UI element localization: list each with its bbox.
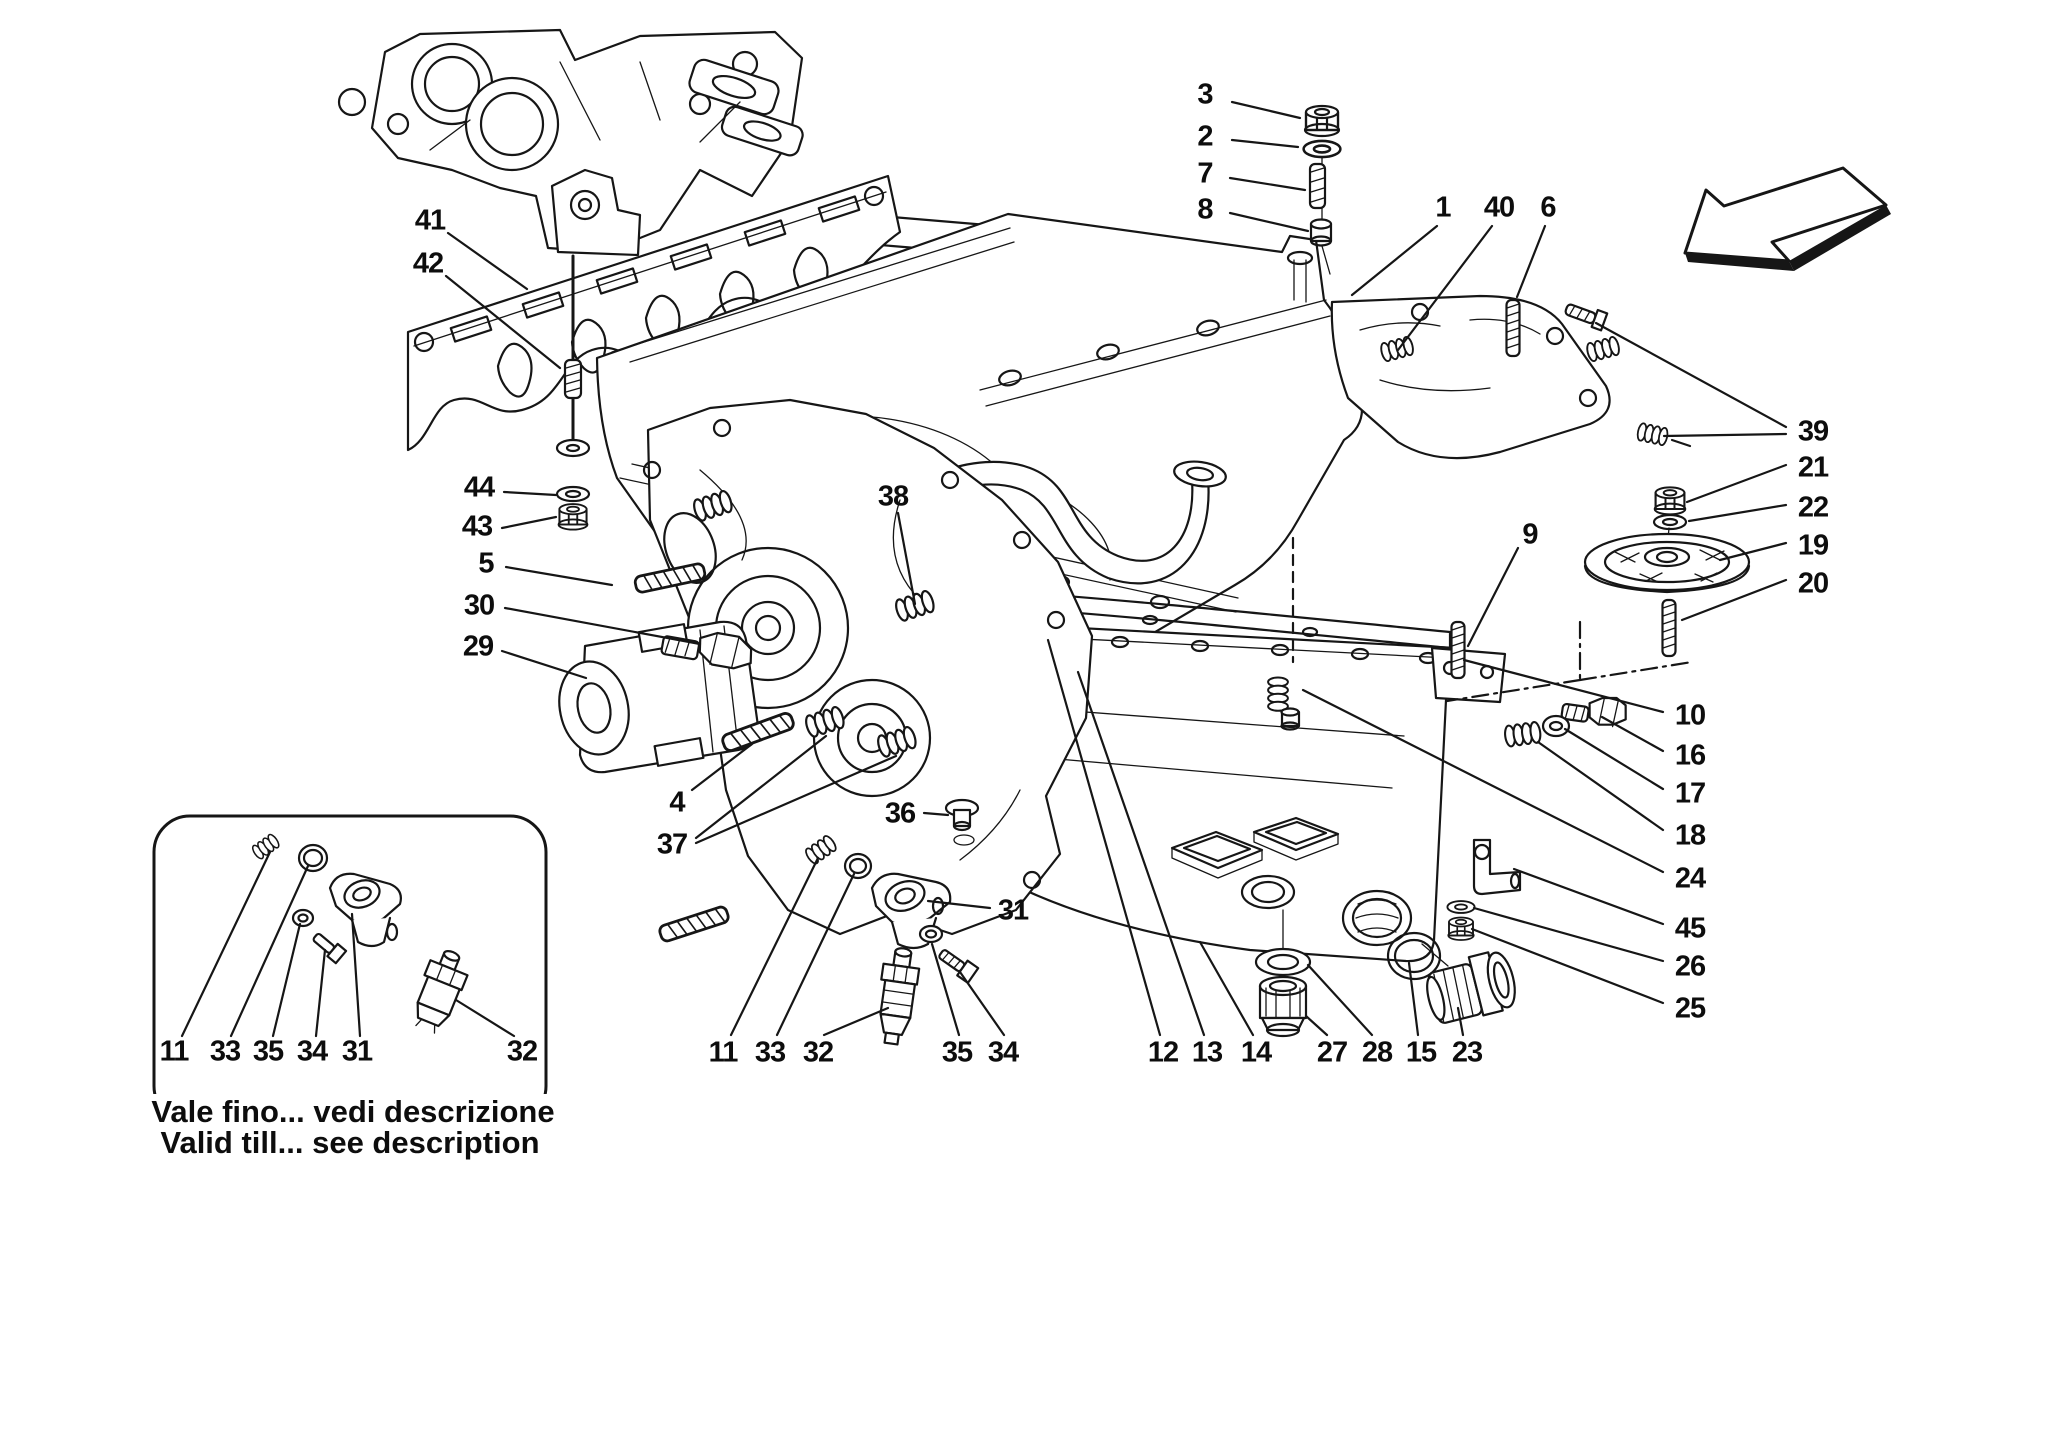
callout-6: 6: [1540, 191, 1556, 224]
hardware-stack-top: [1302, 104, 1342, 275]
callout-21: 21: [1797, 451, 1829, 484]
callout-27: 27: [1316, 1036, 1348, 1069]
callout-36: 36: [884, 797, 916, 830]
callout-12: 12: [1147, 1036, 1179, 1069]
stud-41-42-washer-nut: [555, 254, 591, 531]
relief-valve-assembly: [802, 833, 980, 1046]
callout-10: 10: [1674, 699, 1706, 732]
callout-32: 32: [506, 1035, 538, 1068]
screw-39a: [1564, 303, 1609, 332]
engine-block: [337, 28, 804, 257]
callout-42: 42: [412, 247, 444, 280]
drain-washer-28: [1254, 909, 1312, 977]
callout-35: 35: [252, 1035, 284, 1068]
drain-plug-27: [1258, 975, 1308, 1038]
callout-2: 2: [1197, 120, 1213, 153]
oring-33: [843, 852, 873, 880]
callout-33: 33: [754, 1036, 786, 1069]
spacer-8: [1309, 218, 1333, 247]
callout-20: 20: [1797, 567, 1829, 600]
callout-30: 30: [463, 589, 495, 622]
callout-22: 22: [1797, 491, 1829, 524]
callout-37: 37: [656, 828, 688, 861]
callout-31: 31: [997, 894, 1029, 927]
bracket-45: [1472, 838, 1522, 896]
callout-9: 9: [1522, 518, 1538, 551]
callout-32: 32: [802, 1036, 834, 1069]
callout-17: 17: [1674, 777, 1706, 810]
bolt-34: [938, 949, 980, 984]
callout-7: 7: [1197, 157, 1213, 190]
inset-bolt-34: [312, 932, 348, 965]
callout-24: 24: [1674, 862, 1706, 895]
inset-pressure-sensor-32: [415, 950, 469, 1034]
note-line-english: Valid till... see description: [150, 1125, 550, 1161]
callout-8: 8: [1197, 193, 1213, 226]
callout-31: 31: [341, 1035, 373, 1068]
callout-19: 19: [1797, 529, 1829, 562]
callout-41: 41: [414, 204, 446, 237]
callout-35: 35: [941, 1036, 973, 1069]
callout-11: 11: [708, 1036, 739, 1069]
callout-34: 34: [296, 1035, 328, 1068]
washer-35: [918, 924, 944, 944]
callout-43: 43: [461, 510, 493, 543]
callout-25: 25: [1674, 992, 1706, 1025]
callout-5: 5: [478, 547, 494, 580]
leader-lines: [180, 100, 1788, 1038]
callout-44: 44: [463, 471, 495, 504]
callout-26: 26: [1674, 950, 1706, 983]
callout-14: 14: [1240, 1036, 1272, 1069]
callout-15: 15: [1405, 1036, 1437, 1069]
callout-1: 1: [1435, 191, 1451, 224]
callout-45: 45: [1674, 912, 1706, 945]
sump-side-cover: [1330, 294, 1611, 460]
screw-spring-39b: [1635, 421, 1692, 448]
stud-7: [1308, 162, 1327, 210]
callout-11: 11: [159, 1035, 190, 1068]
callout-13: 13: [1191, 1036, 1223, 1069]
inset-oring-33: [297, 843, 329, 873]
oil-strainer-19: [1583, 527, 1751, 594]
inset-washer-35: [291, 908, 315, 928]
callout-39: 39: [1797, 415, 1829, 448]
callout-29: 29: [462, 630, 494, 663]
hardware-right: [1254, 298, 1751, 1038]
callout-34: 34: [987, 1036, 1019, 1069]
callout-33: 33: [209, 1035, 241, 1068]
oring-15: [1386, 931, 1449, 981]
washer-17: [1541, 714, 1571, 738]
breather-36: [944, 798, 980, 846]
inset-banjo-union-31: [328, 872, 402, 948]
union-23: [1426, 951, 1516, 1024]
pressure-sensor-32: [879, 947, 921, 1046]
callout-4: 4: [669, 786, 685, 819]
direction-arrow: [1683, 166, 1891, 271]
inset-box: [152, 814, 548, 1124]
cap-24: [1280, 707, 1301, 731]
callout-23: 23: [1451, 1036, 1483, 1069]
callout-40: 40: [1483, 191, 1515, 224]
callout-3: 3: [1197, 78, 1213, 111]
callout-16: 16: [1674, 739, 1706, 772]
callout-28: 28: [1361, 1036, 1393, 1069]
callout-18: 18: [1674, 819, 1706, 852]
callout-38: 38: [877, 480, 909, 513]
note-line-italian: Vale fino... vedi descrizione: [141, 1094, 565, 1130]
